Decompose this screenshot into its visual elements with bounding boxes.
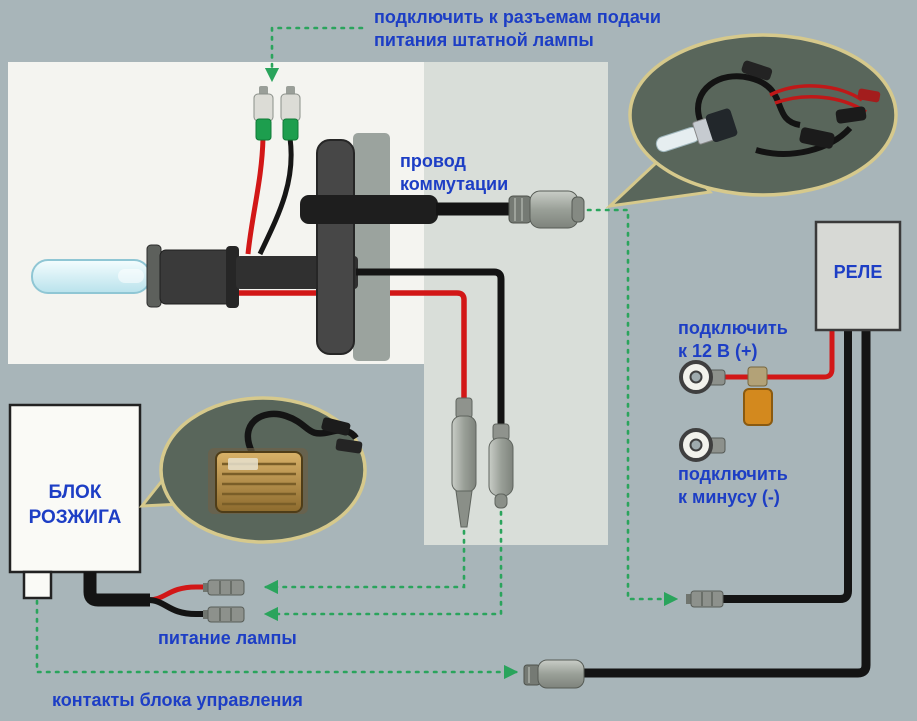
plus-12v-circuit	[679, 331, 835, 426]
control-wire-connector	[523, 659, 585, 689]
plus-12v-wire	[714, 331, 835, 380]
red-wire-to-terminal	[245, 137, 266, 255]
red-wire-bulb-to-plug	[238, 290, 467, 402]
black-wire-bracket-to-plug	[356, 268, 505, 426]
lamp-power-connector-black	[203, 606, 245, 623]
bulb-photo-content	[655, 60, 881, 157]
relay-signal-wire	[686, 331, 852, 608]
spade-terminal-left	[253, 86, 274, 141]
power-tap-terminals	[245, 86, 301, 256]
bulb-photo-callout	[605, 33, 898, 209]
ignition-block	[8, 403, 142, 600]
ballast-photo-callout	[138, 396, 367, 544]
commutation-cable	[300, 195, 514, 224]
commutation-line1: провод	[400, 151, 466, 171]
lamp-plug-red	[451, 397, 477, 528]
guide-tab-to-control-wire	[35, 599, 519, 680]
relay-signal-path	[722, 331, 852, 603]
plus-12v-label: подключить к 12 В (+)	[678, 317, 788, 363]
ignition-output-wires	[83, 572, 207, 617]
bulb-end-cap	[226, 246, 239, 308]
ignition-black-branch	[147, 597, 207, 617]
bracket-shadow	[353, 133, 390, 361]
ignition-line1: БЛОК	[48, 482, 102, 503]
bulb-flange	[146, 244, 162, 308]
fuse-holder	[743, 366, 773, 426]
control-contacts-label: контакты блока управления	[52, 690, 303, 710]
ring-terminal-plus	[679, 360, 726, 394]
ignition-block-label: БЛОК РОЗЖИГА	[12, 480, 138, 530]
guide-red-plug-to-lamp-power	[263, 529, 466, 595]
xenon-bulb	[31, 244, 239, 308]
lamp-power-label: питание лампы	[158, 628, 297, 648]
cable-grommet	[300, 195, 438, 224]
callout-balloon	[628, 33, 898, 197]
minus-label: подключить к минусу (-)	[678, 463, 788, 509]
ignition-block-box	[8, 403, 142, 574]
bulb-highlight	[118, 269, 144, 283]
minus-line1: подключить	[678, 464, 788, 484]
ballast-photo-content	[208, 410, 363, 514]
plus-12v-line2: к 12 В (+)	[678, 341, 758, 361]
ignition-red-branch	[147, 584, 207, 603]
control-wire	[523, 331, 871, 689]
top-note-label: подключить к разъемам подачи питания шта…	[374, 6, 661, 52]
lamp-plug-black	[488, 423, 514, 509]
spade-terminal-right	[280, 86, 301, 141]
plus-12v-line1: подключить	[678, 318, 788, 338]
commutation-wire-label: провод коммутации	[400, 150, 508, 196]
black-wire-to-terminal	[257, 137, 294, 256]
commutation-line2: коммутации	[400, 174, 509, 194]
commutation-connector	[508, 190, 585, 229]
guide-commutation-to-relay	[586, 208, 679, 607]
control-wire-path	[584, 331, 871, 678]
top-note-line1: подключить к разъемам подачи	[374, 7, 661, 27]
guide-black-plug-to-lamp-power	[263, 510, 503, 622]
ignition-block-tab	[22, 570, 53, 600]
photo-bulb	[655, 108, 738, 153]
ignition-line2: РОЗЖИГА	[28, 507, 122, 528]
relay-box	[814, 220, 902, 332]
ignition-main-wire	[83, 572, 150, 607]
connection-guides	[35, 26, 679, 680]
minus-line2: к минусу (-)	[678, 487, 780, 507]
lamp-power-connector-red	[203, 579, 245, 596]
guide-to-spade-terminals	[264, 26, 364, 83]
top-note-line2: питания штатной лампы	[374, 30, 594, 50]
ring-terminal-minus	[679, 428, 726, 462]
relay-signal-connector	[686, 590, 724, 608]
mounting-bracket	[316, 139, 355, 355]
relay-label: РЕЛЕ	[833, 262, 883, 282]
